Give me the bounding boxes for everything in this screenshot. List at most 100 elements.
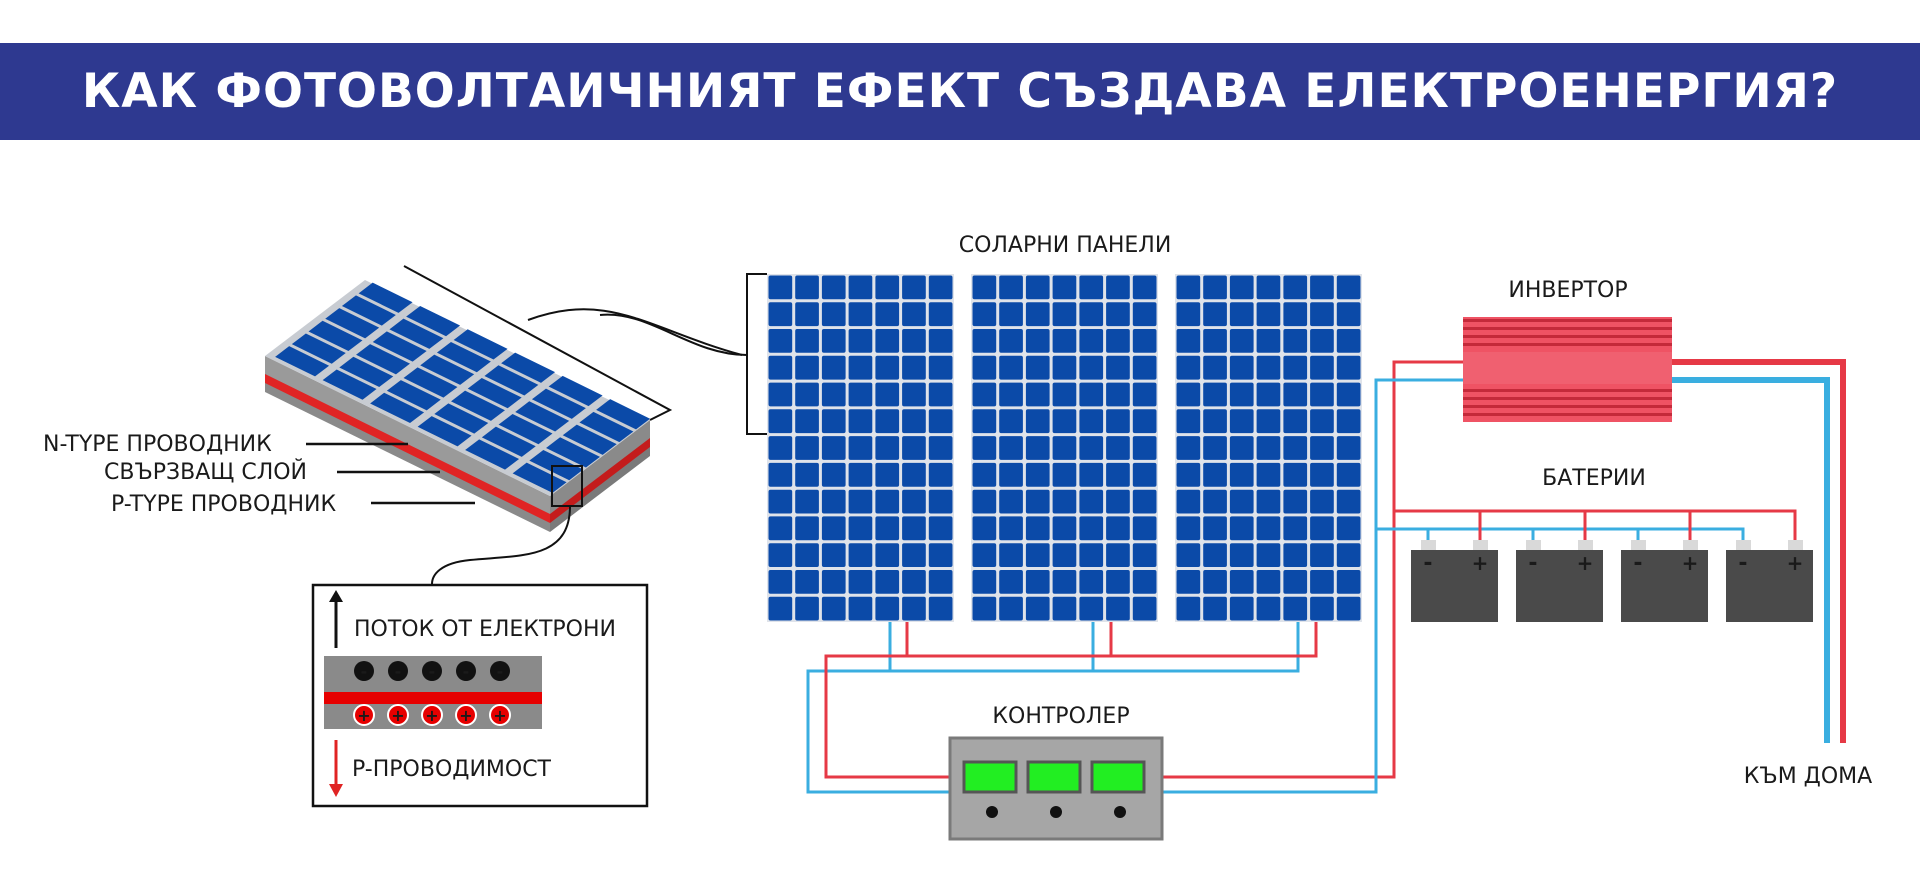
panel-cell [1229, 275, 1254, 300]
iso-cell [434, 403, 489, 434]
panel-cell [902, 355, 926, 380]
panel-cell [1256, 382, 1281, 407]
panel-cell [928, 355, 953, 380]
panel-cell [848, 302, 873, 327]
panel-cell [1336, 436, 1361, 460]
title-banner: КАК ФОТОВОЛТАИЧНИЯТ ЕФЕКТ СЪЗДАВА ЕЛЕКТР… [0, 43, 1920, 140]
panel-cell [1079, 355, 1104, 380]
inverter-fin [1463, 335, 1672, 338]
panel-cell [1176, 302, 1201, 327]
panel-cell [1132, 355, 1157, 380]
plus-sign: + [459, 706, 472, 725]
panel-cell [795, 516, 819, 541]
panel-cell [1283, 543, 1308, 567]
panel-cell [1106, 462, 1130, 487]
panel-cell [972, 596, 997, 621]
panel-cell [999, 543, 1023, 567]
controller-label: КОНТРОЛЕР [992, 704, 1129, 729]
battery-plus-icon: + [1787, 551, 1804, 575]
panel-cell [821, 596, 846, 621]
controller-knob [1050, 806, 1062, 818]
p-conductivity-label: P-ПРОВОДИМОСТ [352, 757, 552, 782]
panel-cell [1052, 570, 1077, 594]
battery-body [1726, 550, 1813, 622]
panel-cell [1132, 436, 1157, 460]
controller-screen [962, 760, 1018, 794]
panel-cell [902, 489, 926, 514]
battery-red-bus [1394, 509, 1797, 540]
battery-body [1516, 550, 1603, 622]
page-title: КАК ФОТОВОЛТАИЧНИЯТ ЕФЕКТ СЪЗДАВА ЕЛЕКТР… [81, 64, 1839, 119]
iso-cell [389, 318, 444, 349]
charge-carriers: -+-+-+-+-+ [353, 661, 511, 726]
panel-cell [821, 302, 846, 327]
panel-cell [999, 489, 1023, 514]
panel-cell [1256, 302, 1281, 327]
panel-cell [1079, 409, 1104, 434]
iso-cell [512, 462, 567, 493]
battery-minus-icon: - [1528, 551, 1537, 576]
iso-cell [562, 424, 617, 455]
panel-cell [1079, 275, 1104, 300]
iso-cell [291, 333, 346, 364]
panel-cell [1052, 329, 1077, 353]
panel-cell [1176, 409, 1201, 434]
controller-blue-wire [1162, 378, 1463, 794]
panel-cell [1336, 570, 1361, 594]
panel-cell [875, 516, 900, 541]
hole-icon [489, 704, 511, 726]
iso-cell [275, 346, 330, 377]
panel-cell [768, 489, 793, 514]
panel-cell [1176, 329, 1201, 353]
panel-cell [1132, 302, 1157, 327]
inverter-fin [1463, 405, 1672, 408]
battery-terminal [1736, 540, 1751, 550]
panel-cell [1229, 462, 1254, 487]
plus-sign: + [357, 706, 370, 725]
panel-cell [1336, 302, 1361, 327]
panel-cell [875, 329, 900, 353]
inverter-label: ИНВЕРТОР [1508, 278, 1627, 303]
panel-cell [902, 543, 926, 567]
panel-cell [768, 543, 793, 567]
panel-cell [902, 596, 926, 621]
panel-cell [1336, 489, 1361, 514]
panel-cell [972, 516, 997, 541]
panel-cell [1310, 436, 1334, 460]
minus-sign: - [361, 662, 368, 681]
panel-cell [1106, 409, 1130, 434]
plus-sign: + [493, 706, 506, 725]
panel-cell [1025, 409, 1050, 434]
panel-cell [1310, 275, 1334, 300]
panel-cell [1310, 409, 1334, 434]
iso-cell-grid [275, 282, 651, 493]
p-type-label: P-TYPE ПРОВОДНИК [111, 492, 336, 517]
inverter-fin [1463, 327, 1672, 330]
panel-cell [1310, 302, 1334, 327]
panel-cell [1132, 382, 1157, 407]
panel-cell [1310, 462, 1334, 487]
panel-cell [1132, 516, 1157, 541]
panel-cell [821, 329, 846, 353]
panel-cell [848, 516, 873, 541]
panel-cell [768, 436, 793, 460]
panel-cell [1283, 596, 1308, 621]
inverter-fin [1463, 343, 1672, 346]
panel-cell [972, 489, 997, 514]
iso-cell [372, 331, 427, 362]
panel-cell [795, 409, 819, 434]
panel-cell [972, 302, 997, 327]
battery-terminal [1526, 540, 1541, 550]
controller-screen [1090, 760, 1146, 794]
panel-cell [821, 462, 846, 487]
panel-cell [999, 275, 1023, 300]
panel-cell [875, 543, 900, 567]
panel-cell [1079, 462, 1104, 487]
iso-cell [531, 388, 586, 419]
panel-cell [1106, 570, 1130, 594]
panel-cell [1203, 596, 1227, 621]
panel-cell [875, 409, 900, 434]
panel-cell [848, 329, 873, 353]
panel-cell [1283, 382, 1308, 407]
